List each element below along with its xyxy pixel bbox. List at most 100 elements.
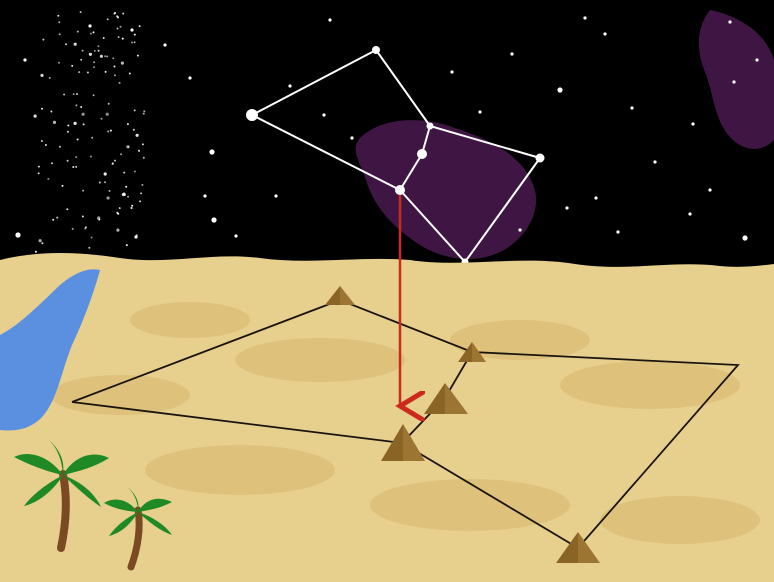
- milky-way-star: [78, 71, 80, 73]
- milky-way-star: [136, 134, 139, 137]
- milky-way-star: [107, 131, 109, 133]
- background-star: [450, 70, 453, 73]
- milky-way-star: [134, 34, 136, 36]
- background-star: [557, 87, 562, 92]
- milky-way-star: [127, 196, 129, 198]
- milky-way-star: [82, 216, 84, 218]
- milky-way-star: [73, 93, 75, 95]
- milky-way-star: [91, 137, 93, 139]
- milky-way-star: [122, 13, 124, 15]
- milky-way-star: [107, 196, 110, 199]
- background-star: [322, 113, 325, 116]
- milky-way-star: [82, 190, 84, 192]
- milky-way-star: [142, 143, 144, 145]
- milky-way-star: [80, 59, 82, 61]
- constellation-star-shoulder: [427, 123, 434, 130]
- background-star: [742, 235, 747, 240]
- background-star: [603, 32, 606, 35]
- background-star: [565, 206, 568, 209]
- background-star: [616, 230, 619, 233]
- milky-way-star: [108, 103, 110, 105]
- background-star: [510, 52, 513, 55]
- background-star: [350, 136, 353, 139]
- milky-way-star: [118, 36, 120, 38]
- milky-way-star: [38, 172, 40, 174]
- milky-way-star: [77, 31, 79, 33]
- milky-way-star: [58, 21, 60, 23]
- milky-way-star: [49, 77, 51, 79]
- background-star: [518, 228, 521, 231]
- milky-way-star: [114, 74, 116, 76]
- milky-way-star: [74, 43, 77, 46]
- background-star: [23, 58, 26, 61]
- milky-way-star: [38, 166, 40, 168]
- milky-way-star: [122, 38, 124, 40]
- background-star: [188, 76, 191, 79]
- milky-way-star: [140, 192, 142, 194]
- milky-way-star: [51, 162, 53, 164]
- milky-way-star: [133, 129, 135, 131]
- milky-way-star: [45, 144, 47, 146]
- milky-way-star: [106, 113, 109, 116]
- background-star: [203, 194, 206, 197]
- milky-way-star: [34, 115, 37, 118]
- constellation-star-belt-upper: [417, 149, 427, 159]
- milky-way-star: [93, 31, 95, 33]
- milky-way-star: [120, 153, 122, 155]
- milky-way-star: [67, 125, 69, 127]
- milky-way-star: [126, 244, 128, 246]
- milky-way-star: [77, 139, 79, 141]
- background-star: [88, 24, 91, 27]
- milky-way-star: [119, 82, 121, 84]
- background-star: [691, 122, 694, 125]
- milky-way-star: [100, 55, 103, 58]
- milky-way-star: [80, 11, 82, 13]
- milky-way-star: [125, 186, 127, 188]
- milky-way-star: [124, 194, 126, 196]
- milky-way-star: [101, 118, 103, 120]
- milky-way-star: [75, 166, 77, 168]
- constellation-star-right: [536, 154, 545, 163]
- milky-way-star: [66, 208, 68, 210]
- background-star: [130, 28, 133, 31]
- milky-way-star: [117, 28, 119, 30]
- background-star: [15, 232, 20, 237]
- background-star: [755, 58, 758, 61]
- milky-way-star: [112, 57, 114, 59]
- milky-way-star: [127, 123, 129, 125]
- milky-way-star: [109, 190, 111, 192]
- milky-way-star: [120, 26, 122, 28]
- milky-way-star: [72, 166, 74, 168]
- milky-way-star: [129, 73, 131, 75]
- milky-way-star: [40, 74, 43, 77]
- milky-way-star: [72, 228, 74, 230]
- milky-way-star: [42, 39, 44, 41]
- milky-way-star: [103, 37, 105, 39]
- milky-way-star: [143, 110, 145, 112]
- background-star: [630, 106, 633, 109]
- milky-way-star: [99, 182, 101, 184]
- milky-way-star: [104, 55, 106, 57]
- milky-way-star: [50, 111, 52, 113]
- milky-way-star: [117, 16, 119, 18]
- milky-way-star: [71, 65, 73, 67]
- milky-way-star: [93, 66, 95, 68]
- milky-way-star: [47, 178, 49, 180]
- milky-way-star: [90, 33, 92, 35]
- milky-way-star: [63, 94, 65, 96]
- milky-way-star: [139, 200, 141, 202]
- milky-way-star: [116, 229, 119, 232]
- milky-way-star: [121, 62, 124, 65]
- background-star: [274, 194, 277, 197]
- milky-way-star: [87, 72, 89, 74]
- milky-way-star: [113, 13, 115, 15]
- milky-way-star: [82, 50, 84, 52]
- milky-way-star: [131, 42, 133, 44]
- milky-way-star: [110, 130, 112, 132]
- milky-way-star: [97, 45, 99, 47]
- background-star: [688, 212, 691, 215]
- background-star: [234, 234, 237, 237]
- milky-way-star: [134, 41, 136, 43]
- milky-way-star: [65, 43, 67, 45]
